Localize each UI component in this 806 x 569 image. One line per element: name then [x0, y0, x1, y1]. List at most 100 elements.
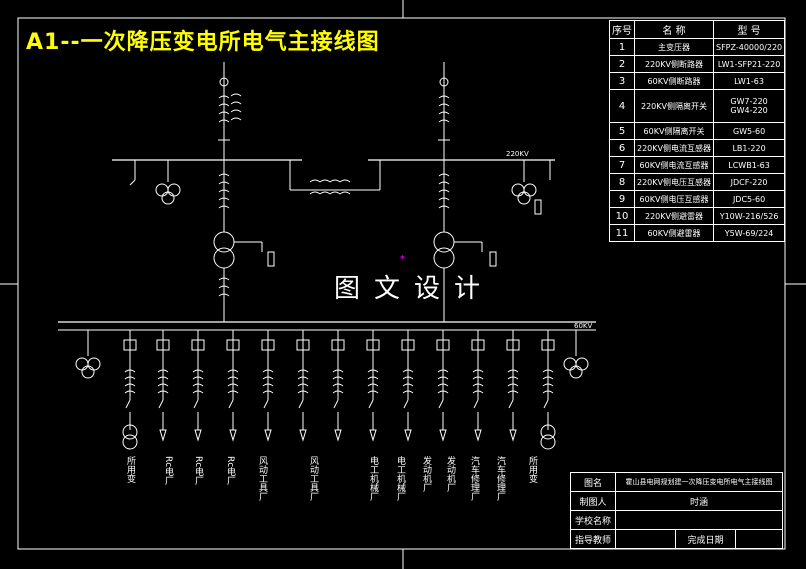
bus-tie-220kv	[289, 160, 381, 195]
parts-cell-name: 220KV侧断路器	[634, 55, 714, 73]
parts-header-cell: 名 称	[634, 20, 714, 39]
parts-cell-model: JDC5-60	[712, 190, 786, 208]
advisor-label: 指导教师	[570, 529, 616, 549]
parts-cell-model: JDCF-220	[712, 173, 786, 191]
feeder-group: 所用变 Rc电厂 Rc电厂 Rc电厂 风动工具厂 风动工具厂 电工机械厂 电工机械厂 发动机厂 发…	[122, 330, 556, 502]
feeder-label: 电工机械厂	[368, 455, 379, 502]
pt-group-60kv-right	[563, 330, 589, 379]
feeder-bay	[296, 330, 310, 442]
bus-60kv-label: 60KV	[574, 322, 592, 330]
transformer-bay-left	[213, 160, 275, 322]
school-value	[615, 510, 783, 530]
parts-cell-name: 60KV侧断路器	[634, 72, 714, 90]
parts-cell-no: 9	[609, 190, 635, 208]
parts-cell-no: 11	[609, 224, 635, 242]
drafter-label: 制图人	[570, 491, 616, 511]
parts-cell-model-line: GW4-220	[730, 106, 768, 115]
parts-cell-no: 5	[609, 122, 635, 140]
pt-group-220kv-right	[511, 160, 551, 215]
pt-group-60kv-left	[75, 330, 101, 379]
feeder-label: 风动工具厂	[308, 456, 319, 502]
parts-cell-no: 1	[609, 38, 635, 56]
parts-cell-no: 7	[609, 156, 635, 174]
feeder-bay	[122, 330, 138, 450]
school-label: 学校名称	[570, 510, 616, 530]
parts-cell-name: 220KV侧隔离开关	[634, 89, 714, 123]
pt-group-220kv-left	[129, 160, 181, 205]
feeder-label: 发动机厂	[421, 455, 432, 493]
parts-cell-name: 60KV侧避雷器	[634, 224, 714, 242]
parts-cell-name: 60KV侧电流互感器	[634, 156, 714, 174]
parts-cell-model: LW1-63	[712, 72, 786, 90]
feeder-label: 所用变	[125, 456, 136, 484]
watermark-text: 图文设计	[334, 274, 495, 304]
feeder-label: 电工机械厂	[395, 455, 406, 502]
feeder-label: 所用变	[527, 456, 538, 484]
parts-cell-model: GW5-60	[712, 122, 786, 140]
parts-cell-name: 主变压器	[634, 38, 714, 56]
feeder-bay	[226, 330, 240, 442]
parts-cell-model: LCWB1-63	[712, 156, 786, 174]
drafter-value: 时涵	[615, 491, 783, 511]
feeder-label: 风动工具厂	[257, 456, 268, 502]
parts-cell-no: 3	[609, 72, 635, 90]
parts-cell-model-line: GW7-220	[730, 97, 768, 106]
incoming-line-left	[218, 62, 242, 160]
parts-cell-model: Y5W-69/224	[712, 224, 786, 242]
parts-cell-name: 220KV侧电压互感器	[634, 173, 714, 191]
parts-cell-no: 8	[609, 173, 635, 191]
parts-cell-model: SFPZ-40000/220	[712, 38, 786, 56]
parts-cell-no: 4	[609, 89, 635, 123]
feeder-bay	[471, 330, 485, 442]
incoming-line-right	[438, 62, 450, 160]
feeder-label: 汽车修理厂	[469, 455, 480, 502]
parts-header-cell: 型 号	[712, 20, 786, 39]
parts-cell-no: 2	[609, 55, 635, 73]
feeder-bay	[156, 330, 170, 442]
parts-cell-name: 60KV侧隔离开关	[634, 122, 714, 140]
feeder-bay	[191, 330, 205, 442]
parts-cell-model: Y10W-216/526	[712, 207, 786, 225]
feeder-bay	[506, 330, 520, 442]
parts-cell-no: 6	[609, 139, 635, 157]
feeder-bay	[540, 330, 556, 450]
drawing-name-label: 图名	[570, 472, 616, 492]
feeder-bay	[436, 330, 450, 442]
parts-cell-model: LW1-SFP21-220	[712, 55, 786, 73]
bus-220kv-label: 220KV	[506, 150, 529, 158]
parts-cell-no: 10	[609, 207, 635, 225]
drawing-name: 霍山县电网规划建一次降压变电所电气主接线图	[615, 472, 783, 492]
feeder-bay	[261, 330, 275, 442]
drawing-title: A1--一次降压变电所电气主接线图	[26, 30, 380, 55]
parts-header-cell: 序号	[609, 20, 635, 39]
feeder-bay	[366, 330, 380, 442]
feeder-label: Rc电厂	[193, 456, 204, 486]
feeder-label: Rc电厂	[163, 456, 174, 486]
date-label: 完成日期	[675, 529, 736, 549]
parts-cell-name: 220KV侧避雷器	[634, 207, 714, 225]
feeder-label: 汽车修理厂	[495, 455, 506, 502]
feeder-label: 发动机厂	[445, 455, 456, 493]
transformer-bay-right	[433, 160, 497, 322]
parts-cell-name: 60KV侧电压互感器	[634, 190, 714, 208]
feeder-label: Rc电厂	[225, 456, 236, 486]
parts-cell-name: 220KV侧电流互感器	[634, 139, 714, 157]
title-block: 图名 霍山县电网规划建一次降压变电所电气主接线图 制图人 时涵 学校名称 指导教…	[570, 472, 783, 549]
parts-cell-model: LB1-220	[712, 139, 786, 157]
date-value	[735, 529, 783, 549]
